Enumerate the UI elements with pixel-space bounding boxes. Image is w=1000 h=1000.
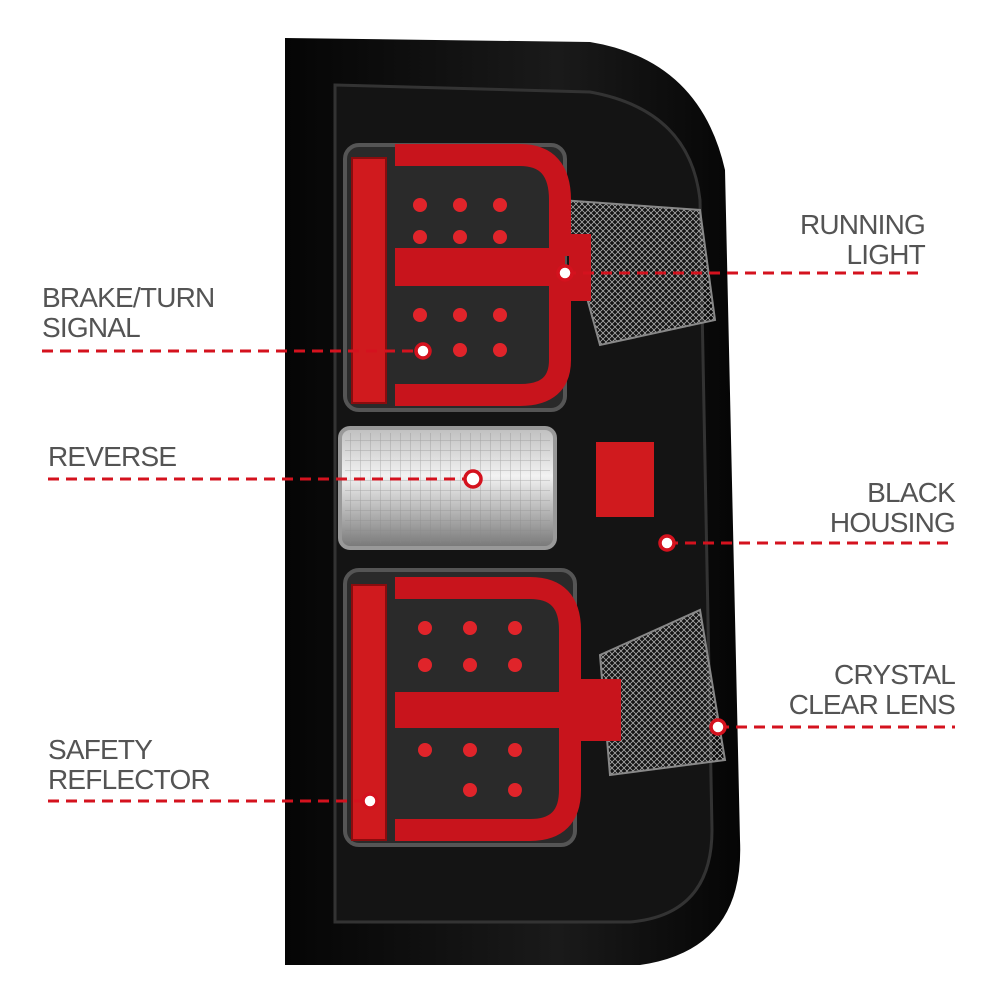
upper-lamp [343,143,591,412]
marker-dot [556,264,574,282]
marker-dot [658,534,676,552]
marker-dot [414,342,432,360]
reverse-lamp [338,426,654,550]
lower-lamp [343,568,621,847]
marker-dot [709,718,727,736]
marker-dot [463,469,483,489]
label-reverse: REVERSE [48,441,177,472]
marker-dot [361,792,379,810]
